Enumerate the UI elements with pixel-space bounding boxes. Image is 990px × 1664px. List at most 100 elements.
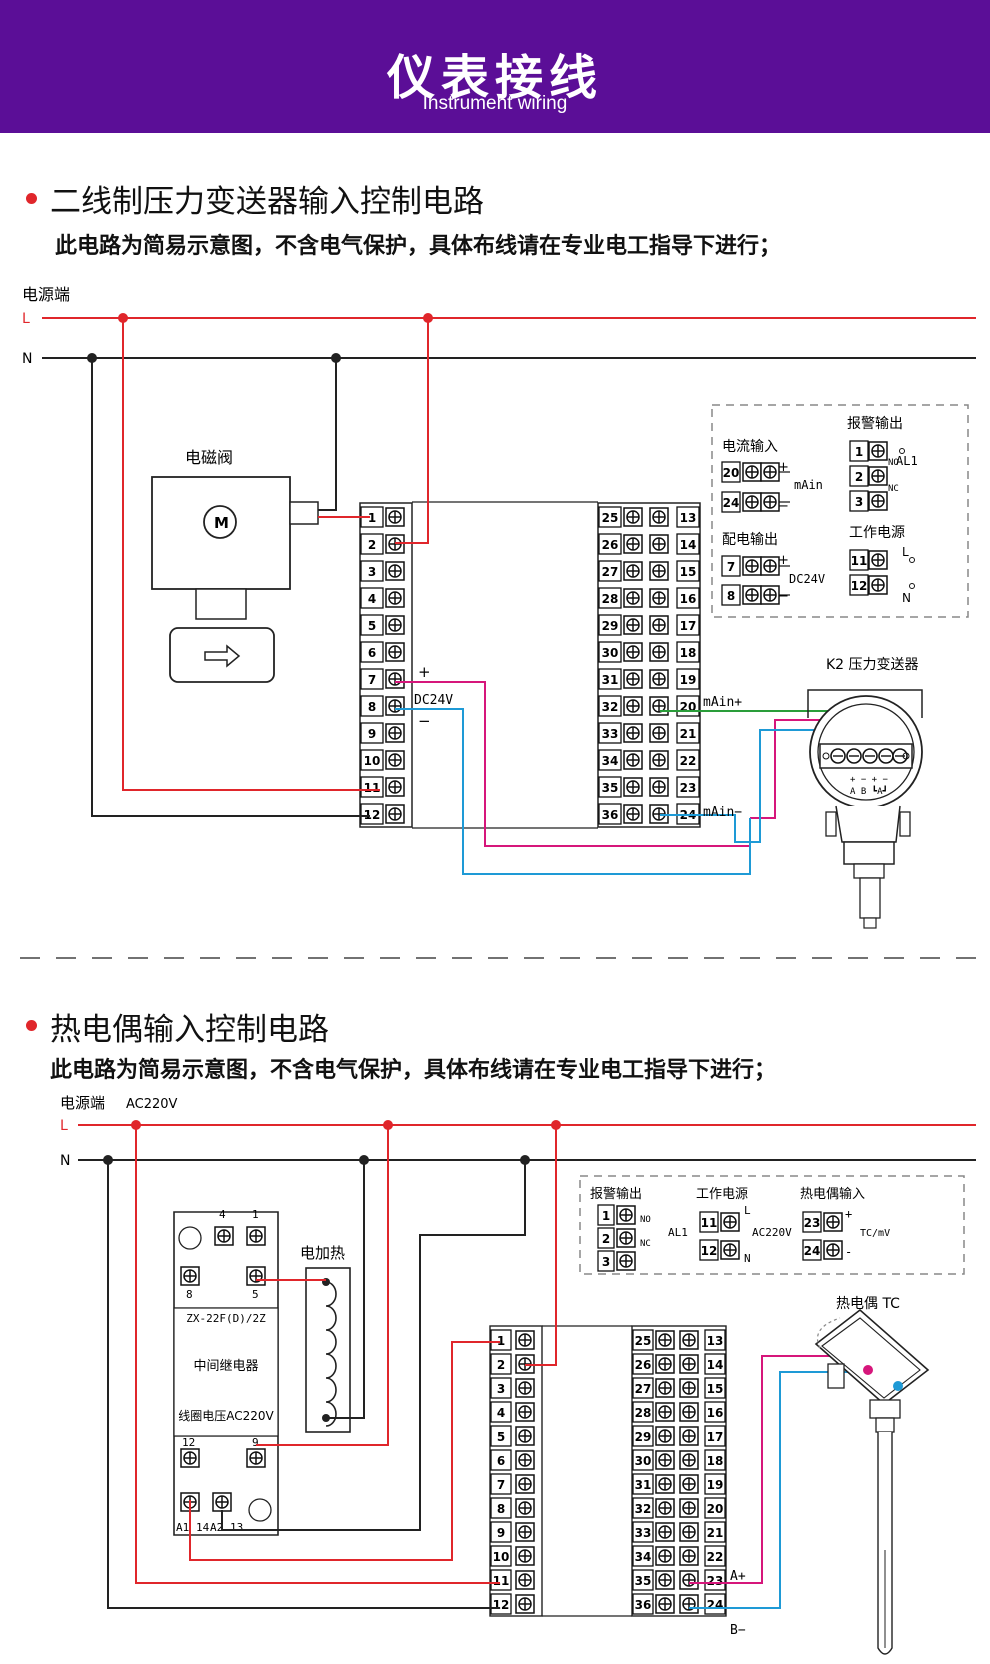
relay-coil: 线圈电压AC220V bbox=[178, 1409, 274, 1423]
line-n-label: N bbox=[22, 351, 32, 367]
svg-text:18: 18 bbox=[707, 1454, 724, 1468]
terminal-number: 29 bbox=[632, 1425, 654, 1447]
terminal-screw-icon bbox=[649, 723, 669, 743]
heater-label: 电加热 bbox=[300, 1244, 345, 1262]
svg-text:33: 33 bbox=[635, 1526, 652, 1540]
terminal-number: 1 bbox=[597, 1204, 615, 1226]
svg-text:11: 11 bbox=[701, 1216, 718, 1230]
terminal-screw-icon bbox=[720, 1240, 740, 1260]
svg-text:15: 15 bbox=[707, 1382, 724, 1396]
svg-text:22: 22 bbox=[707, 1550, 724, 1564]
relay-terminal-label: 12 bbox=[182, 1436, 195, 1449]
svg-text:23: 23 bbox=[804, 1216, 821, 1230]
terminal-number: 32 bbox=[598, 695, 622, 717]
svg-text:14: 14 bbox=[707, 1358, 724, 1372]
terminal-number: 8 bbox=[721, 584, 741, 606]
svg-text:17: 17 bbox=[680, 619, 697, 633]
terminal-screw-icon bbox=[385, 588, 405, 608]
terminal-screw-icon bbox=[655, 1402, 675, 1422]
legend-text: - bbox=[845, 1245, 852, 1259]
terminal-number: 9 bbox=[360, 722, 384, 744]
legend-text: NO bbox=[640, 1215, 651, 1225]
terminal-screw-icon bbox=[180, 1448, 200, 1468]
svg-text:23: 23 bbox=[707, 1574, 724, 1588]
svg-text:4: 4 bbox=[368, 592, 376, 606]
terminal-number: 13 bbox=[676, 506, 700, 528]
relay-terminal-label: 8 bbox=[186, 1288, 193, 1301]
svg-text:16: 16 bbox=[707, 1406, 724, 1420]
terminal-screw-icon bbox=[823, 1240, 843, 1260]
terminal-screw-icon bbox=[246, 1266, 266, 1286]
svg-text:22: 22 bbox=[680, 754, 697, 768]
terminal-screw-icon bbox=[623, 642, 643, 662]
terminal-screw-icon bbox=[649, 534, 669, 554]
terminal-number: 9 bbox=[490, 1521, 512, 1543]
relay-terminal-label: 9 bbox=[252, 1436, 259, 1449]
terminal-number: 28 bbox=[632, 1401, 654, 1423]
svg-text:26: 26 bbox=[602, 538, 619, 552]
terminal-number: 35 bbox=[632, 1569, 654, 1591]
svg-text:12: 12 bbox=[701, 1244, 718, 1258]
svg-text:21: 21 bbox=[680, 727, 697, 741]
terminal-number: 15 bbox=[704, 1377, 726, 1399]
svg-text:36: 36 bbox=[602, 808, 619, 822]
terminal-screw-icon bbox=[868, 575, 888, 595]
terminal-number: 24 bbox=[704, 1593, 726, 1615]
terminal-number: 25 bbox=[598, 506, 622, 528]
svg-text:32: 32 bbox=[602, 700, 619, 714]
terminal-number: 4 bbox=[360, 587, 384, 609]
thermocouple-probe bbox=[814, 1308, 930, 1655]
relay-terminal-label: 5 bbox=[252, 1288, 259, 1301]
terminal-screw-icon bbox=[623, 696, 643, 716]
terminal-screw-icon bbox=[385, 777, 405, 797]
terminal-number: 3 bbox=[597, 1250, 615, 1272]
svg-text:6: 6 bbox=[368, 646, 376, 660]
terminal-number: 7 bbox=[721, 555, 741, 577]
terminal-number: 20 bbox=[704, 1497, 726, 1519]
svg-text:31: 31 bbox=[635, 1478, 652, 1492]
svg-text:N: N bbox=[902, 591, 911, 605]
svg-text:3: 3 bbox=[602, 1255, 610, 1269]
power-label: 电源端 bbox=[22, 285, 70, 304]
terminal-screw-icon bbox=[515, 1522, 535, 1542]
relay-terminal-label: A2 bbox=[210, 1521, 223, 1534]
svg-text:20: 20 bbox=[707, 1502, 724, 1516]
terminal-number: 16 bbox=[704, 1401, 726, 1423]
terminal-screw-icon bbox=[649, 561, 669, 581]
terminal-number: 2 bbox=[490, 1353, 512, 1375]
terminal-number: 24 bbox=[721, 491, 741, 513]
terminal-screw-icon bbox=[679, 1378, 699, 1398]
terminal-number: 35 bbox=[598, 776, 622, 798]
terminal-number: 12 bbox=[699, 1239, 719, 1261]
svg-text:31: 31 bbox=[602, 673, 619, 687]
terminal-number: 5 bbox=[360, 614, 384, 636]
svg-text:35: 35 bbox=[602, 781, 619, 795]
terminal-screw-icon bbox=[515, 1402, 535, 1422]
svg-text:24: 24 bbox=[707, 1598, 724, 1612]
svg-text:6: 6 bbox=[497, 1454, 505, 1468]
terminal-number: 2 bbox=[597, 1227, 615, 1249]
wire-live-to-11 bbox=[122, 318, 380, 791]
svg-text:L: L bbox=[902, 545, 909, 559]
terminal-screw-icon bbox=[515, 1330, 535, 1350]
svg-text:1: 1 bbox=[497, 1334, 505, 1348]
terminal-screw-icon bbox=[679, 1402, 699, 1422]
legend-text: + bbox=[845, 1207, 852, 1221]
terminal-number: 22 bbox=[704, 1545, 726, 1567]
terminal-screw-icon bbox=[515, 1474, 535, 1494]
thermocouple-label: 热电偶 TC bbox=[836, 1296, 900, 1312]
svg-text:+ − + −: + − + − bbox=[850, 775, 889, 785]
legend-plus: + bbox=[778, 460, 789, 475]
terminal-screw-icon bbox=[180, 1266, 200, 1286]
wire-a1-to-1 bbox=[189, 1341, 500, 1561]
terminal-number: 33 bbox=[632, 1521, 654, 1543]
terminal-number: 7 bbox=[490, 1473, 512, 1495]
terminal-screw-icon bbox=[679, 1570, 699, 1590]
terminal-screw-icon bbox=[515, 1378, 535, 1398]
terminal-screw-icon bbox=[649, 615, 669, 635]
legend-work-power: 工作电源 bbox=[849, 525, 905, 541]
terminal-number: 20 bbox=[676, 695, 700, 717]
svg-text:29: 29 bbox=[635, 1430, 652, 1444]
